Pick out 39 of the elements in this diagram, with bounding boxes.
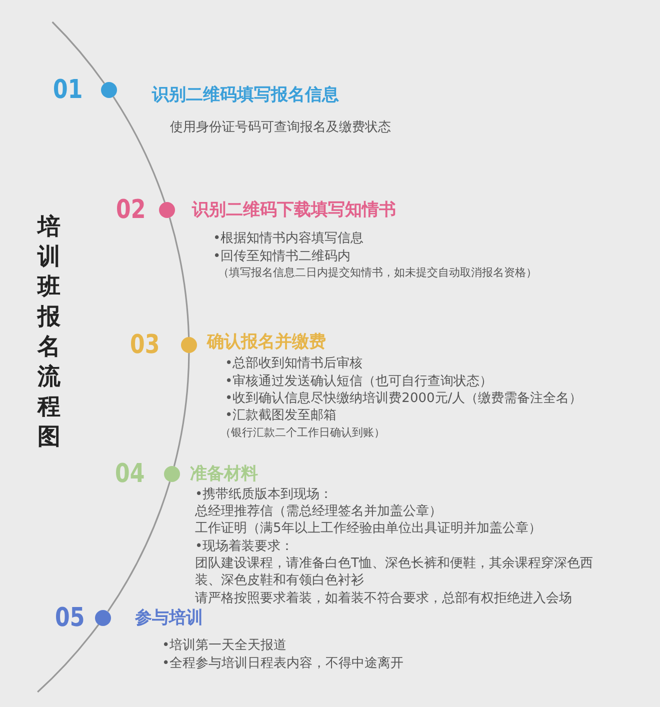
step-number: 02 (116, 195, 146, 225)
note-text: （银行汇款二个工作日确认到账） (220, 426, 385, 440)
step-heading: 准备材料 (190, 463, 258, 485)
step-heading: 参与培训 (135, 607, 203, 629)
timeline-arc (168, 217, 190, 338)
timeline-dot (164, 466, 180, 482)
step-number: 01 (53, 75, 83, 105)
step-number: 04 (115, 459, 145, 489)
step-text: 使用身份证号码可查询报名及缴费状态 (170, 118, 391, 136)
step-text: •审核通过发送确认短信（也可自行查询状态） (225, 372, 493, 390)
step-text: •现场着装要求： (195, 538, 294, 554)
timeline-dot (180, 337, 197, 353)
step-text: •回传至知情书二维码内 (213, 248, 351, 264)
step-text: 工作证明（满5年以上工作经验由单位出具证明并加盖公章） (195, 520, 542, 536)
step-text: •总部收到知情书后审核 (225, 354, 363, 372)
step-text: 总经理推荐信（需总经理签名并加盖公章） (195, 502, 442, 520)
vertical-title: 培训班报名流程图 (36, 213, 62, 452)
step-text: •根据知情书内容填写信息 (213, 230, 364, 246)
step-heading: 识别二维码填写报名信息 (152, 84, 339, 106)
note-text: （填写报名信息二日内提交知情书，如未提交自动取消报名资格） (218, 266, 537, 280)
step-heading: 识别二维码下载填写知情书 (192, 199, 396, 221)
timeline-arc (37, 624, 100, 693)
timeline-dot (100, 82, 117, 98)
step-heading: 确认报名并缴费 (207, 331, 326, 353)
step-text: •全程参与培训日程表内容，不得中途离开 (162, 654, 404, 672)
step-text: •培训第一天全天报道 (162, 636, 287, 654)
step-text: •收到确认信息尽快缴纳培训费2000元/人（缴费需备注全名） (225, 390, 582, 406)
step-number: 03 (130, 330, 160, 360)
step-text: 团队建设课程，请准备白色T恤、深色长裤和便鞋，其余课程穿深色西装、深色皮鞋和有领白色衬衫 (195, 554, 594, 588)
step-text: 请严格按照要求着装，如着装不符合要求，总部有权拒绝进入会场 (195, 590, 572, 606)
timeline-dot (95, 610, 112, 626)
timeline-arc (112, 96, 166, 203)
timeline-arc (173, 352, 190, 466)
step-text: •汇款截图发至邮箱 (225, 406, 337, 424)
step-number: 05 (55, 603, 85, 633)
timeline-dot (159, 202, 176, 218)
timeline-arc (52, 21, 105, 84)
step-text: •携带纸质版本到现场： (195, 486, 333, 502)
timeline-arc (107, 481, 171, 612)
